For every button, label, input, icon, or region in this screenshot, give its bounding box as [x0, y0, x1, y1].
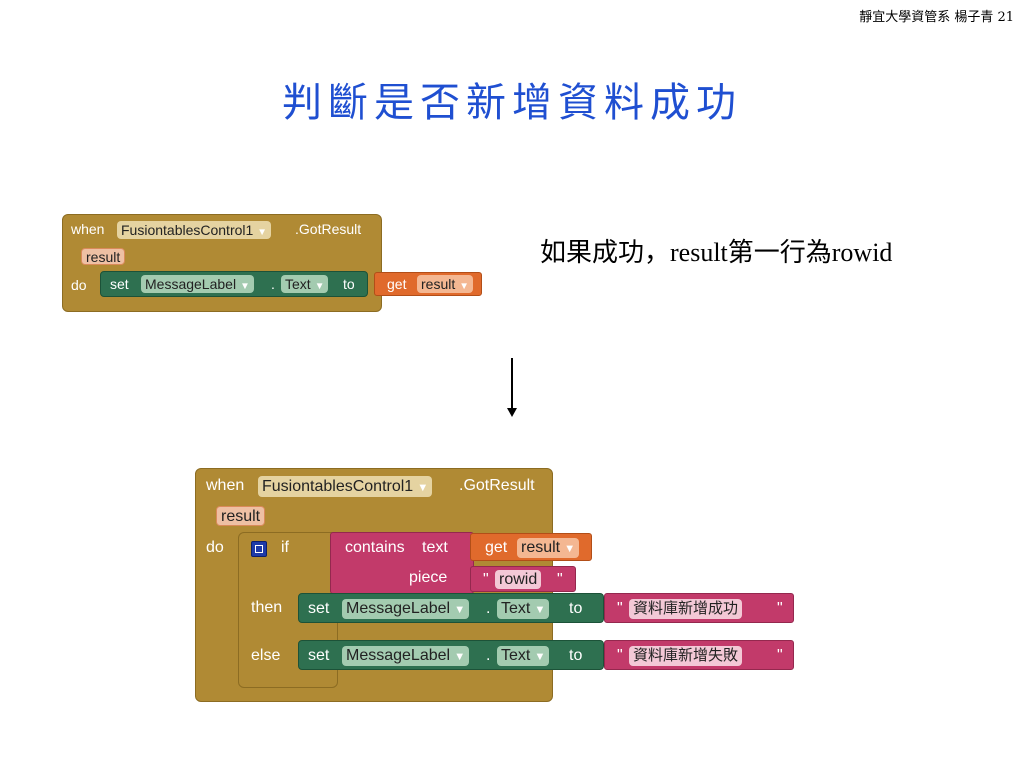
- set-block-then[interactable]: set MessageLabel▼ . Text▼ to: [298, 593, 604, 623]
- close-quote: ": [777, 600, 783, 617]
- do-label: do: [71, 277, 87, 293]
- contains-text-block[interactable]: contains text piece: [330, 532, 474, 594]
- close-quote: ": [777, 647, 783, 664]
- mutator-gear-icon[interactable]: [251, 541, 267, 557]
- string-rowid-block[interactable]: " rowid ": [470, 566, 576, 592]
- chevron-down-icon: ▼: [459, 281, 469, 292]
- dot-label: .: [486, 600, 491, 617]
- component-name: FusiontablesControl1: [121, 222, 254, 238]
- property-dropdown[interactable]: Text▼: [497, 599, 550, 619]
- set-label: set: [308, 647, 330, 664]
- slide-title: 判斷是否新增資料成功: [282, 80, 742, 126]
- rowid-text-field[interactable]: rowid: [495, 570, 542, 589]
- event-name: .GotResult: [459, 477, 535, 494]
- chevron-down-icon: ▼: [454, 651, 466, 663]
- component-dropdown[interactable]: FusiontablesControl1▼: [117, 221, 271, 239]
- set-block-small[interactable]: set MessageLabel▼ . Text▼ to: [100, 271, 368, 297]
- property-dropdown[interactable]: Text▼: [497, 646, 550, 666]
- component-dropdown[interactable]: FusiontablesControl1▼: [258, 476, 433, 497]
- open-quote: ": [617, 600, 623, 617]
- do-label: do: [206, 539, 224, 556]
- chevron-down-icon: ▼: [564, 543, 576, 555]
- if-label: if: [281, 539, 289, 556]
- chevron-down-icon: ▼: [534, 651, 546, 663]
- string-success-block[interactable]: " 資料庫新增成功 ": [604, 593, 794, 623]
- result-param[interactable]: result: [216, 506, 266, 526]
- chevron-down-icon: ▼: [314, 281, 325, 292]
- target-dropdown[interactable]: MessageLabel▼: [342, 646, 470, 666]
- success-text-field[interactable]: 資料庫新增成功: [629, 599, 743, 619]
- piece-socket-label: piece: [409, 569, 448, 586]
- mutator-square-icon: [255, 545, 263, 553]
- target-dropdown[interactable]: MessageLabel▼: [342, 599, 470, 619]
- component-name: FusiontablesControl1: [262, 478, 414, 495]
- note-text: 如果成功，result第一行為rowid: [540, 238, 893, 267]
- get-label: get: [485, 539, 508, 556]
- property-name: Text: [501, 600, 531, 617]
- when-gotresult-block-small[interactable]: when FusiontablesControl1▼ .GotResult re…: [62, 214, 382, 312]
- close-quote: ": [557, 571, 563, 588]
- property-name: Text: [285, 276, 311, 292]
- dot-label: .: [486, 647, 491, 664]
- chevron-down-icon: ▼: [240, 281, 250, 292]
- header-text: 靜宜大學資管系 楊子青 21: [859, 10, 1014, 25]
- text-socket-label: text: [422, 539, 448, 556]
- get-result-block[interactable]: get result▼: [470, 533, 592, 561]
- property-name: Text: [501, 647, 531, 664]
- string-failure-block[interactable]: " 資料庫新增失敗 ": [604, 640, 794, 670]
- chevron-down-icon: ▼: [417, 482, 429, 494]
- event-name: .GotResult: [295, 221, 362, 237]
- to-label: to: [569, 647, 583, 664]
- chevron-down-icon: ▼: [257, 227, 267, 238]
- chevron-down-icon: ▼: [454, 604, 466, 616]
- target-dropdown[interactable]: MessageLabel▼: [141, 275, 254, 293]
- open-quote: ": [617, 647, 623, 664]
- get-var-name: result: [521, 539, 561, 556]
- then-label: then: [251, 599, 283, 616]
- arrowhead-icon: [507, 408, 517, 417]
- get-block-small[interactable]: get result▼: [374, 272, 482, 296]
- contains-label: contains: [345, 539, 405, 556]
- target-name: MessageLabel: [145, 276, 237, 292]
- result-param[interactable]: result: [81, 248, 126, 265]
- down-arrow-icon: [511, 358, 513, 410]
- when-label: when: [206, 477, 245, 494]
- set-block-else[interactable]: set MessageLabel▼ . Text▼ to: [298, 640, 604, 670]
- get-var-dropdown[interactable]: result▼: [417, 275, 473, 293]
- target-name: MessageLabel: [346, 600, 451, 617]
- chevron-down-icon: ▼: [534, 604, 546, 616]
- to-label: to: [569, 600, 583, 617]
- open-quote: ": [483, 571, 489, 588]
- dot-label: .: [271, 276, 275, 292]
- get-var-dropdown[interactable]: result▼: [517, 538, 580, 558]
- else-label: else: [251, 647, 281, 664]
- to-label: to: [343, 276, 355, 292]
- when-label: when: [71, 221, 105, 237]
- set-label: set: [308, 600, 330, 617]
- target-name: MessageLabel: [346, 647, 451, 664]
- property-dropdown[interactable]: Text▼: [281, 275, 329, 293]
- get-label: get: [387, 276, 407, 292]
- failure-text-field[interactable]: 資料庫新增失敗: [629, 646, 743, 666]
- set-label: set: [110, 276, 129, 292]
- get-var-name: result: [421, 276, 456, 292]
